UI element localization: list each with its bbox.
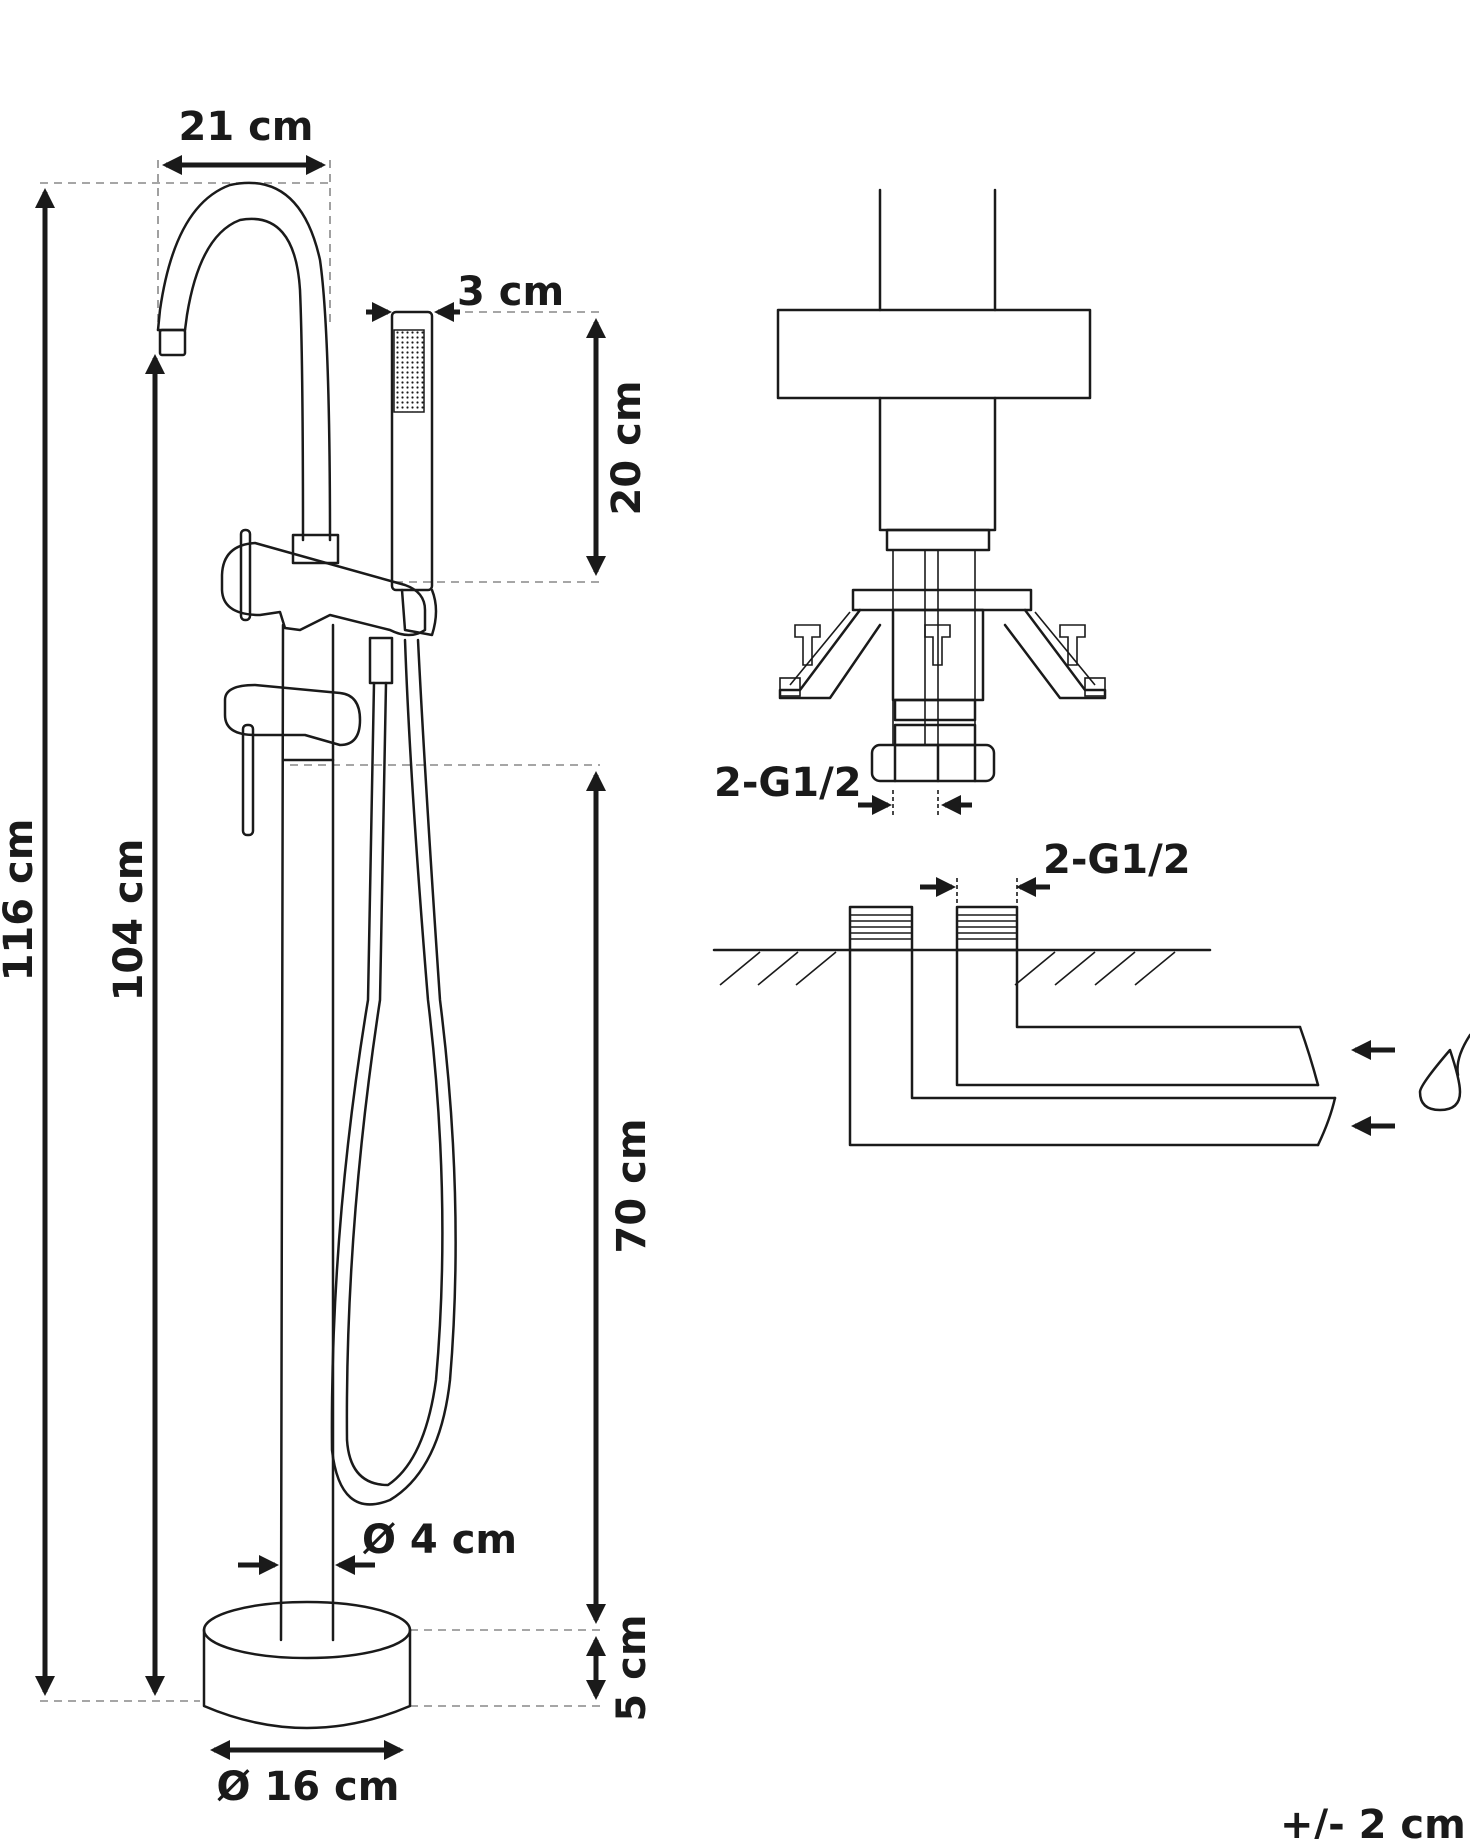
pipe-diameter-label: Ø 4 cm xyxy=(362,1517,517,1563)
t-bolts xyxy=(779,624,1106,697)
dim-column-height: 70 cm xyxy=(586,771,655,1624)
dim-fitting-top: 2-G1/2 xyxy=(714,760,972,815)
threaded-stubs xyxy=(848,905,1019,952)
shower-length-label: 20 cm xyxy=(604,381,650,516)
floor-connection-detail: 2-G1/2 xyxy=(712,837,1470,1147)
upper-lever xyxy=(239,528,252,622)
round-base xyxy=(202,1600,412,1730)
base-diameter-label: Ø 16 cm xyxy=(217,1764,400,1810)
shower-head-nozzles xyxy=(393,329,425,413)
dim-top-width: 21 cm xyxy=(162,104,326,175)
column-height-label: 70 cm xyxy=(609,1119,655,1254)
top-width-label: 21 cm xyxy=(179,104,314,150)
water-drop-icon xyxy=(1418,1033,1470,1112)
fitting-label-top: 2-G1/2 xyxy=(714,760,862,806)
faucet-front-view: 116 cm 104 cm 21 cm 3 cm 20 cm 70 cm xyxy=(0,104,655,1810)
base-height-label: 5 cm xyxy=(609,1614,655,1721)
dim-fitting-floor: 2-G1/2 xyxy=(920,837,1191,905)
dim-shower-width: 3 cm xyxy=(366,269,564,322)
dim-spout-height: 104 cm xyxy=(106,354,165,1696)
shower-hose xyxy=(330,636,457,1506)
dim-pipe-diameter: Ø 4 cm xyxy=(238,1517,517,1575)
tolerance-note: +/- 2 cm xyxy=(1280,1802,1466,1839)
supply-pipes xyxy=(848,948,1337,1147)
dim-shower-length: 20 cm xyxy=(586,318,650,576)
diverter-knob xyxy=(223,683,362,747)
gooseneck-spout xyxy=(156,181,332,542)
total-height-label: 116 cm xyxy=(0,819,42,982)
shower-width-label: 3 cm xyxy=(457,269,564,315)
hand-shower xyxy=(390,310,438,637)
spout-height-label: 104 cm xyxy=(106,839,152,1002)
dim-base-diameter: Ø 16 cm xyxy=(210,1740,404,1810)
floor-hatching xyxy=(719,951,1176,986)
fitting-label-floor: 2-G1/2 xyxy=(1043,837,1191,883)
lower-lever xyxy=(241,723,255,837)
inlet-pipes xyxy=(892,550,976,745)
spout-collar xyxy=(291,533,340,565)
dim-total-height: 116 cm xyxy=(0,188,55,1696)
dim-base-height: 5 cm xyxy=(586,1614,655,1722)
mounting-detail: 2-G1/2 xyxy=(714,188,1107,815)
main-column xyxy=(279,623,335,1642)
